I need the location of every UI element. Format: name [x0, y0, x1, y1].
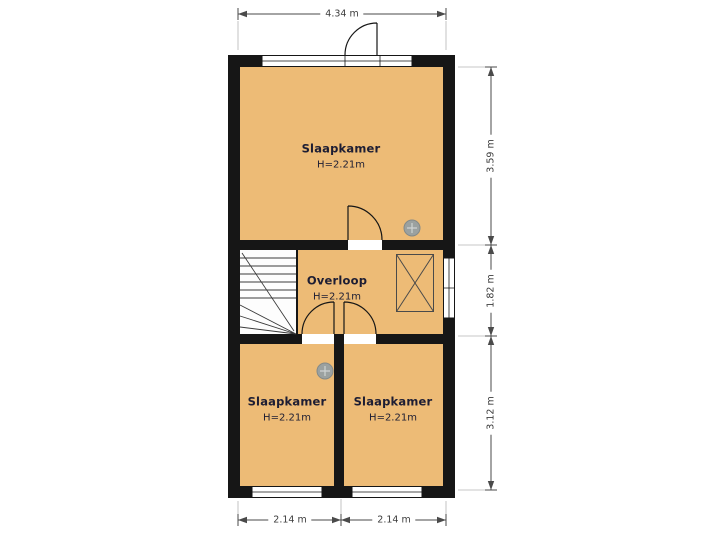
door-swings — [301, 22, 383, 335]
ceiling-fixture-icon — [403, 219, 421, 237]
dim-label-right-bottom: 3.12 m — [484, 391, 498, 435]
windows — [251, 55, 455, 498]
dimension-arrows — [238, 10, 495, 524]
room-label-bedroom-bottom-left: Slaapkamer H=2.21m — [248, 395, 327, 424]
dim-label-right-middle: 1.82 m — [484, 269, 498, 313]
dim-label-right-top: 3.59 m — [484, 134, 498, 178]
dimension-extension-lines — [237, 21, 489, 526]
room-name: Overloop — [306, 273, 368, 288]
room-height: H=2.21m — [369, 412, 417, 424]
ceiling-fixture-icon — [316, 362, 334, 380]
room-label-bedroom-top: Slaapkamer H=2.21m — [302, 142, 381, 171]
room-label-bedroom-bottom-right: Slaapkamer H=2.21m — [354, 395, 433, 424]
dim-label-bottom-left: 2.14 m — [268, 513, 312, 527]
staircase — [239, 250, 297, 335]
dim-label-top-width: 4.34 m — [320, 7, 364, 21]
void-hatch-icon — [396, 254, 434, 312]
room-name: Slaapkamer — [247, 394, 327, 409]
room-name: Slaapkamer — [353, 394, 433, 409]
room-label-landing: Overloop H=2.21m — [307, 274, 367, 303]
room-height: H=2.21m — [317, 159, 365, 171]
room-height: H=2.21m — [313, 291, 361, 303]
dim-label-bottom-right: 2.14 m — [372, 513, 416, 527]
room-name: Slaapkamer — [301, 141, 381, 156]
room-height: H=2.21m — [263, 412, 311, 424]
